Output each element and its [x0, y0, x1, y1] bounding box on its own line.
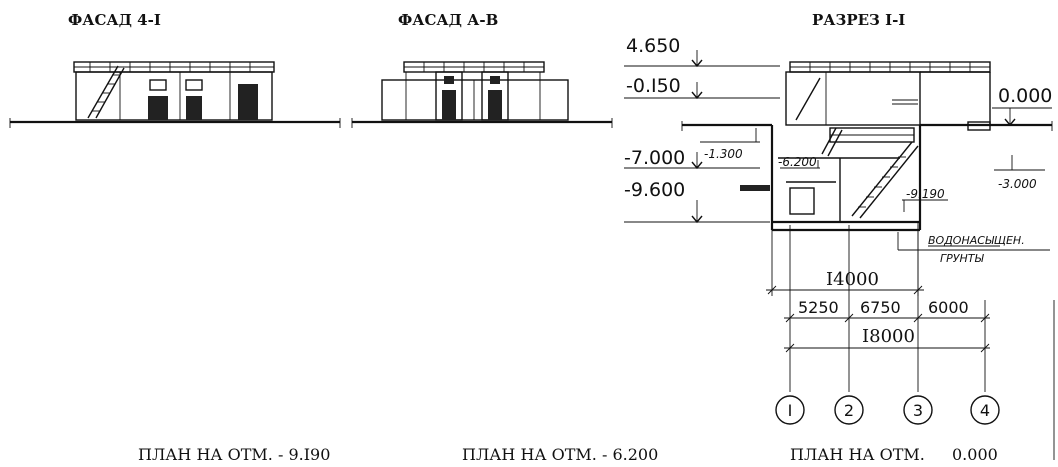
level-upper: -0.I50: [626, 75, 681, 97]
axis-label-2: 2: [844, 401, 854, 420]
dimension-5250: 5250: [798, 298, 839, 317]
level-ground: 0.000: [998, 85, 1052, 107]
soil-note-line-1: ВОДОНАСЫЩЕН.: [928, 234, 1025, 247]
dimension-14000: I4000: [826, 269, 879, 290]
level-minus-3000: -3.000: [998, 177, 1037, 191]
dimension-6750: 6750: [860, 298, 901, 317]
facade-a-v-drawing: [351, 61, 613, 128]
facade-a-v-title: ФАСАД А-В: [398, 11, 498, 29]
axis-label-1: I: [788, 401, 793, 420]
level-minus-1300: -1.300: [704, 147, 743, 161]
axis-label-4: 4: [980, 401, 990, 420]
plan-caption-ground-value: 0.000: [952, 445, 998, 464]
plan-caption-minus-6200: ПЛАН НА ОТМ. - 6.200: [462, 445, 658, 464]
level-minus-6200: -6.200: [778, 155, 817, 169]
level-minus-9600: -9.600: [624, 179, 685, 201]
level-top: 4.650: [626, 35, 680, 57]
facade-4-1-drawing: [9, 61, 341, 128]
dimension-18000: I8000: [862, 326, 915, 347]
plan-caption-ground-prefix: ПЛАН НА ОТМ.: [790, 445, 925, 464]
dimension-6000: 6000: [928, 298, 969, 317]
level-minus-7000: -7.000: [624, 147, 685, 169]
section-1-1-title: РАЗРЕЗ I-I: [812, 11, 905, 29]
facade-4-1-title: ФАСАД 4-I: [68, 11, 161, 29]
plan-caption-minus-9190: ПЛАН НА ОТМ. - 9.I90: [138, 445, 330, 464]
axis-label-3: 3: [913, 401, 923, 420]
soil-note-line-2: ГРУНТЫ: [940, 252, 984, 265]
level-minus-9190: -9.190: [906, 187, 945, 201]
section-1-1-drawing: [624, 50, 1053, 425]
